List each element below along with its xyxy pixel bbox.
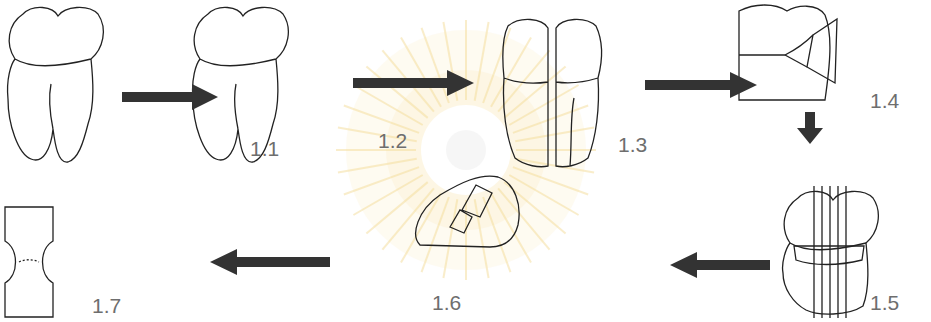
step-number: 1.6 (432, 292, 461, 313)
step-number: 1.3 (618, 134, 647, 155)
step-number: 1.5 (870, 292, 899, 313)
step-number: 1.1 (250, 138, 279, 159)
tooth (193, 7, 289, 162)
mounted-section (416, 176, 519, 247)
sectioned-tooth (503, 19, 602, 166)
dumbbell-specimen (5, 207, 53, 317)
tooth (8, 7, 104, 162)
tooth-with-cuts (783, 186, 879, 318)
process-arrows (122, 70, 823, 278)
step-number: 1.4 (870, 90, 899, 111)
step-number: 1.7 (92, 295, 121, 316)
step-number: 1.2 (378, 130, 407, 151)
watermark-rays (336, 20, 596, 280)
